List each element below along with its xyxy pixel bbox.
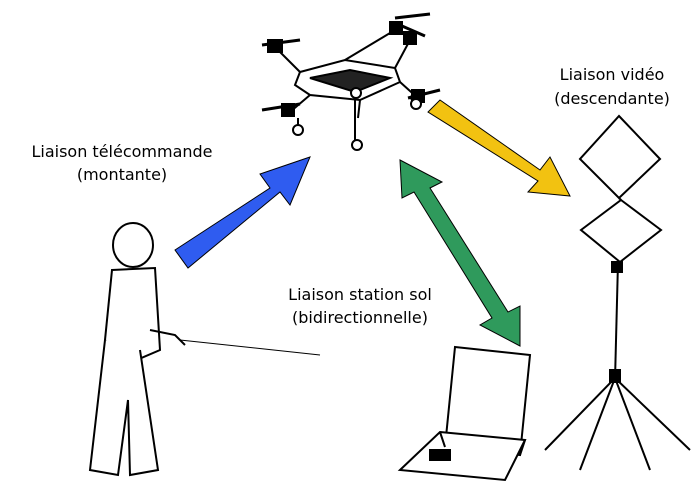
quadcopter-icon	[261, 12, 441, 151]
video-label-line2: (descendante)	[554, 89, 670, 108]
bidirectional-arrow	[399, 159, 521, 347]
ground-station-label-line2: (bidirectionnelle)	[292, 308, 428, 327]
uplink-arrow	[174, 156, 311, 269]
laptop-ground-station-icon	[397, 345, 532, 482]
ground-station-label-line1: Liaison station sol	[288, 285, 432, 304]
uplink-label-line1: Liaison télécommande	[31, 142, 212, 161]
uplink-label-line2: (montante)	[77, 165, 167, 184]
video-antenna-mast-icon	[544, 114, 691, 471]
operator-with-remote-icon	[88, 222, 321, 477]
video-label-line1: Liaison vidéo	[560, 65, 665, 84]
downlink-arrow	[427, 99, 571, 197]
